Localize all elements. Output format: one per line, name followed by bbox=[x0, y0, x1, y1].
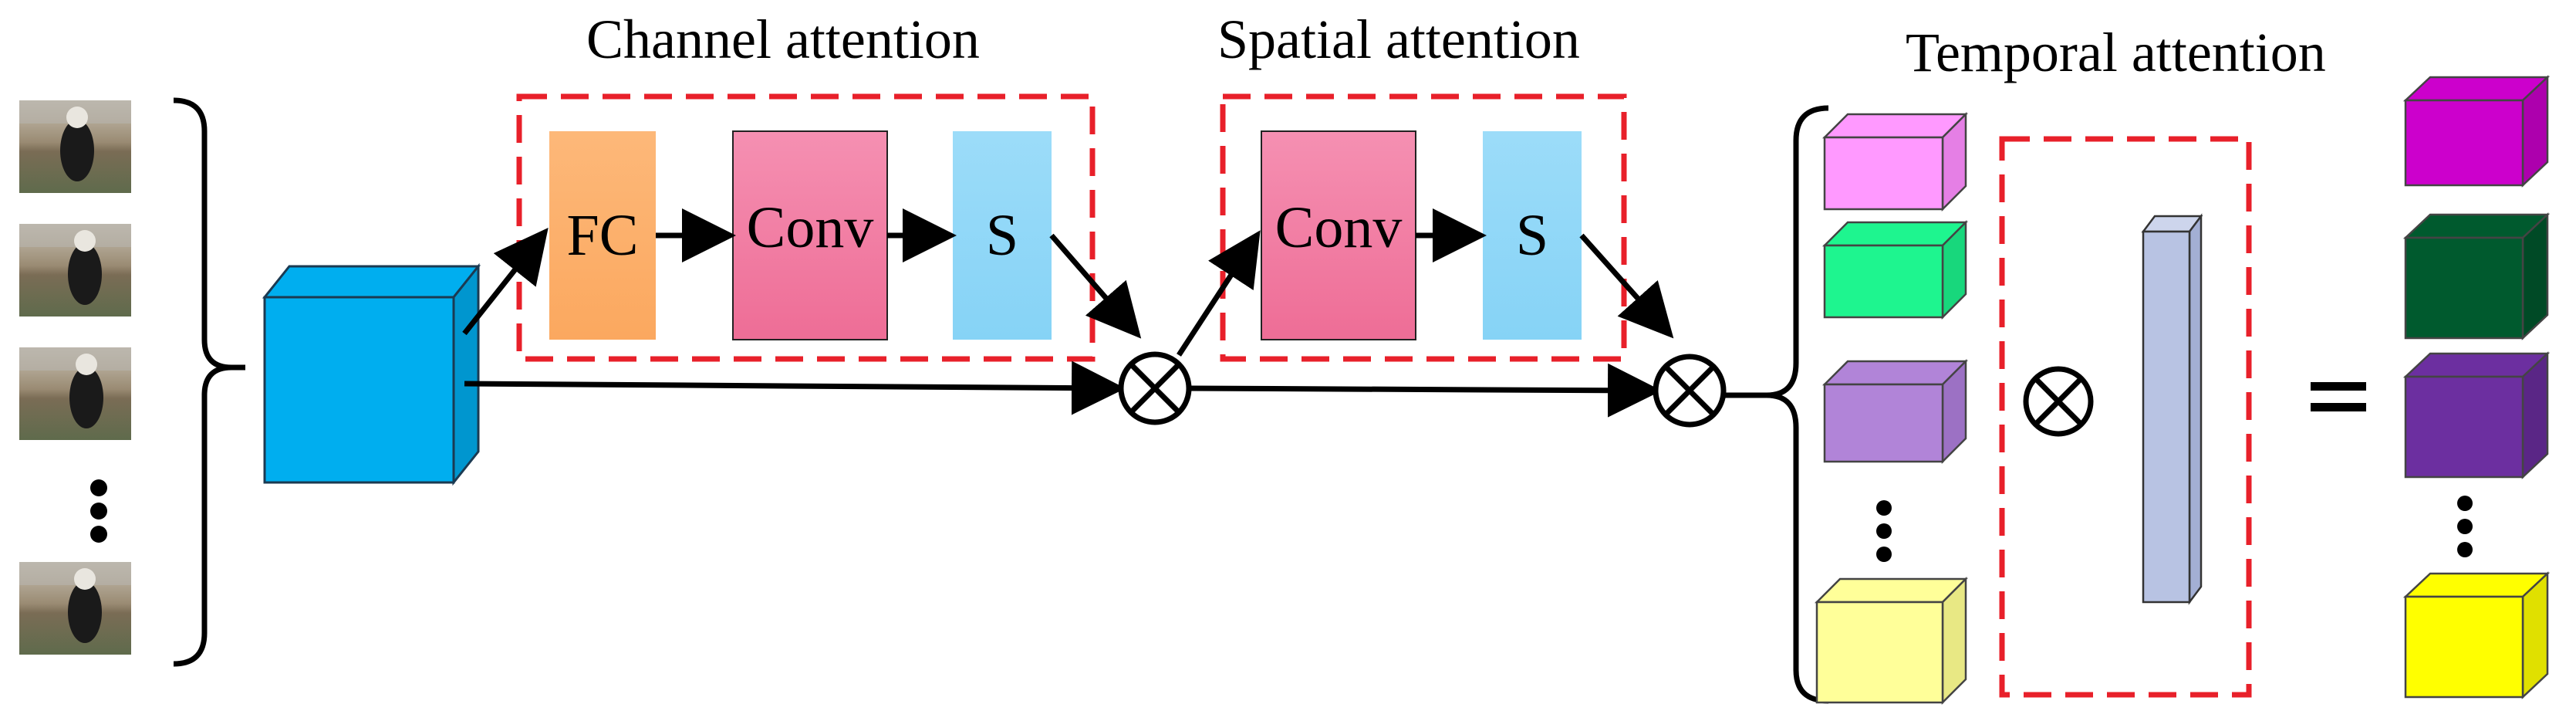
spatial-attention-title: Spatial attention bbox=[1217, 8, 1580, 70]
input-cube-4 bbox=[1814, 576, 1969, 706]
arrow-cube-to-multiply-1 bbox=[464, 360, 1126, 415]
fc-label: FC bbox=[567, 203, 639, 268]
arrow-s-to-multiply-1 bbox=[1049, 233, 1142, 339]
video-frame-3 bbox=[19, 347, 131, 440]
video-frame-2 bbox=[19, 224, 131, 316]
sigmoid-block-spatial bbox=[1483, 131, 1582, 340]
circled-times-icon bbox=[1653, 354, 1727, 428]
arrow-multiply-1-to-conv bbox=[1177, 230, 1261, 357]
frames-ellipsis-dots bbox=[90, 479, 107, 543]
temporal-attention-title: Temporal attention bbox=[1906, 22, 2326, 83]
channel-attention-title: Channel attention bbox=[586, 8, 980, 70]
circled-times-icon bbox=[2023, 366, 2094, 437]
circled-times-icon bbox=[1118, 351, 1192, 425]
fc-block bbox=[549, 131, 656, 340]
temporal-input-cubes bbox=[1814, 111, 1969, 706]
frames-bracket bbox=[173, 97, 232, 667]
conv-label-channel: Conv bbox=[747, 195, 874, 260]
sigmoid-block-channel bbox=[953, 131, 1052, 340]
input-cube-3 bbox=[1821, 358, 1969, 465]
conv-label-spatial: Conv bbox=[1275, 195, 1403, 260]
video-frame-1 bbox=[19, 100, 131, 193]
input-cubes-ellipsis-dots bbox=[1876, 500, 1892, 562]
feature-cube bbox=[262, 262, 481, 486]
equals-sign bbox=[2311, 382, 2366, 411]
temporal-output-cubes bbox=[2402, 75, 2551, 699]
arrow-multiply-1-to-multiply-2 bbox=[1188, 363, 1662, 418]
output-cube-1 bbox=[2402, 75, 2551, 188]
temporal-attention-vector bbox=[2141, 213, 2203, 605]
input-cube-1 bbox=[1821, 111, 1969, 212]
s-label-channel: S bbox=[986, 203, 1018, 268]
temporal-attention-dashed-box bbox=[1999, 136, 2252, 698]
arrow-cube-to-fc bbox=[462, 228, 549, 336]
temporal-bracket bbox=[1766, 105, 1829, 704]
arrow-s-to-multiply-2 bbox=[1579, 233, 1674, 339]
video-frame-4 bbox=[19, 562, 131, 655]
output-cube-4 bbox=[2402, 571, 2551, 699]
output-cube-2 bbox=[2402, 212, 2551, 340]
output-cubes-ellipsis-dots bbox=[2457, 496, 2473, 557]
s-label-spatial: S bbox=[1516, 203, 1548, 268]
output-cube-3 bbox=[2402, 351, 2551, 479]
conv-block-channel bbox=[732, 130, 888, 340]
input-frames bbox=[19, 97, 245, 667]
input-cube-2 bbox=[1821, 219, 1969, 320]
